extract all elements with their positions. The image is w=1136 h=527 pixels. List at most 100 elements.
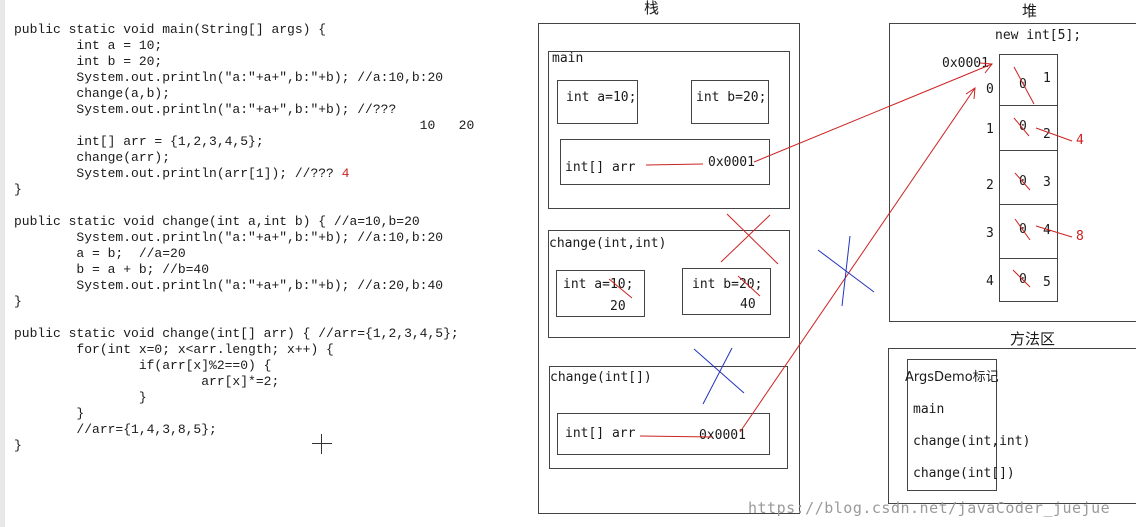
change-arr-frame-label: change(int[]) <box>550 370 652 385</box>
code-line: System.out.println("a:"+a+",b:"+b); //a:… <box>14 278 444 293</box>
update-pointer <box>1035 225 1073 238</box>
var-b-label: int b=20; <box>696 90 767 105</box>
code-line: public static void change(int[] arr) { /… <box>14 326 459 341</box>
crosshair-cursor-icon <box>312 434 332 454</box>
param-a-new-value: 20 <box>610 299 626 314</box>
change-arr-link-line <box>639 435 713 438</box>
strike-mark <box>737 275 761 297</box>
code-line: System.out.println("a:"+a+",b:"+b); //a:… <box>14 230 444 245</box>
code-line: } <box>14 438 22 453</box>
code-line: int b = 20; <box>14 54 163 69</box>
code-line: System.out.println("a:"+a+",b:"+b); //??… <box>14 102 397 117</box>
method-entry: change(int,int) <box>913 434 1031 449</box>
code-line: a = b; //a=20 <box>14 246 186 261</box>
var-a-box <box>557 80 638 124</box>
code-line: change(a,b); <box>14 86 171 101</box>
code-line: change(arr); <box>14 150 171 165</box>
array-index: 4 <box>986 274 994 289</box>
array-old-value: 0 <box>1019 119 1027 134</box>
code-line: } <box>14 406 85 421</box>
class-label: ArgsDemo标记 <box>905 370 999 385</box>
blue-cross <box>693 348 745 394</box>
strike-mark <box>1014 172 1031 191</box>
param-b-label: int b=20; <box>692 277 763 292</box>
change-int-frame-label: change(int,int) <box>549 236 667 251</box>
change-arr-frame <box>549 366 788 469</box>
main-arr-link-line <box>645 163 704 166</box>
updated-value: 4 <box>1076 133 1084 148</box>
array-index: 0 <box>986 82 994 97</box>
class-box <box>907 359 997 491</box>
left-window-edge <box>0 0 5 527</box>
strike-mark <box>1013 117 1030 137</box>
array-value: 1 <box>1043 71 1051 86</box>
change-int-frame <box>548 230 790 338</box>
heap-area <box>889 23 1136 322</box>
main-frame <box>548 51 790 209</box>
array-cell-divider <box>999 150 1058 151</box>
heap-array <box>999 54 1058 302</box>
code-line: if(arr[x]%2==0) { <box>14 358 272 373</box>
code-line: System.out.println("a:"+a+",b:"+b); //a:… <box>14 70 444 85</box>
heap-address: 0x0001 <box>942 56 989 71</box>
arr-reference: 0x0001 <box>708 155 755 170</box>
frame-pop-cross <box>720 214 771 263</box>
code-line: for(int x=0; x<arr.length; x++) { <box>14 342 334 357</box>
watermark: https://blog.csdn.net/javaCoder_juejue <box>748 499 1111 517</box>
method-area-title: 方法区 <box>1010 330 1056 348</box>
stack-title: 栈 <box>644 0 660 17</box>
code-line: public static void main(String[] args) { <box>14 22 327 37</box>
array-index: 1 <box>986 122 994 137</box>
method-area <box>888 348 1136 504</box>
code-line: System.out.println(arr[1]); //??? <box>14 166 334 181</box>
blue-cross <box>702 347 733 405</box>
code-line: } <box>14 390 147 405</box>
code-line: //arr={1,4,3,8,5}; <box>14 422 217 437</box>
main-frame-label: main <box>552 51 584 66</box>
main-to-heap-arrowhead <box>979 62 993 74</box>
array-cell-divider <box>999 258 1058 259</box>
strike-mark <box>608 278 633 299</box>
stack-area <box>538 23 800 514</box>
param-arr-box <box>557 413 770 455</box>
method-entry: main <box>913 402 945 417</box>
code-line: int[] arr = {1,2,3,4,5}; <box>14 134 264 149</box>
array-cell-divider <box>999 204 1058 205</box>
main-to-heap-arrow <box>753 63 993 163</box>
heap-title: 堆 <box>1022 2 1038 20</box>
param-arr-reference: 0x0001 <box>699 428 746 443</box>
var-b-box <box>691 80 769 124</box>
array-value: 5 <box>1043 275 1051 290</box>
var-arr-label: int[] arr <box>565 160 636 175</box>
code-line: arr[x]*=2; <box>14 374 280 389</box>
param-arr-label: int[] arr <box>565 426 636 441</box>
array-value: 3 <box>1043 175 1051 190</box>
array-index: 3 <box>986 226 994 241</box>
strike-mark <box>1013 66 1035 105</box>
answer-annotation: 4 <box>341 166 350 181</box>
param-a-label: int a=10; <box>563 277 634 292</box>
strike-mark <box>1014 218 1031 241</box>
change-arr-to-heap-arrow <box>739 87 976 433</box>
code-line: b = a + b; //b=40 <box>14 262 210 277</box>
var-a-label: int a=10; <box>566 90 637 105</box>
code-line: int a = 10; <box>14 38 163 53</box>
code-line: 10 20 <box>14 118 475 133</box>
update-pointer <box>1035 127 1073 142</box>
strike-mark <box>1012 269 1031 288</box>
code-line: } <box>14 294 22 309</box>
array-index: 2 <box>986 178 994 193</box>
array-value: 2 <box>1043 127 1051 142</box>
param-b-new-value: 40 <box>740 297 756 312</box>
heap-array-label: new int[5]; <box>995 28 1082 43</box>
method-entry: change(int[]) <box>913 466 1015 481</box>
updated-value: 8 <box>1076 229 1084 244</box>
param-a-box <box>556 270 645 317</box>
code-line: public static void change(int a,int b) {… <box>14 214 420 229</box>
frame-pop-cross <box>726 213 779 265</box>
blue-cross <box>841 235 851 307</box>
var-arr-box <box>560 139 770 185</box>
array-value: 4 <box>1043 223 1051 238</box>
change-arr-to-heap-arrowhead <box>965 87 976 100</box>
